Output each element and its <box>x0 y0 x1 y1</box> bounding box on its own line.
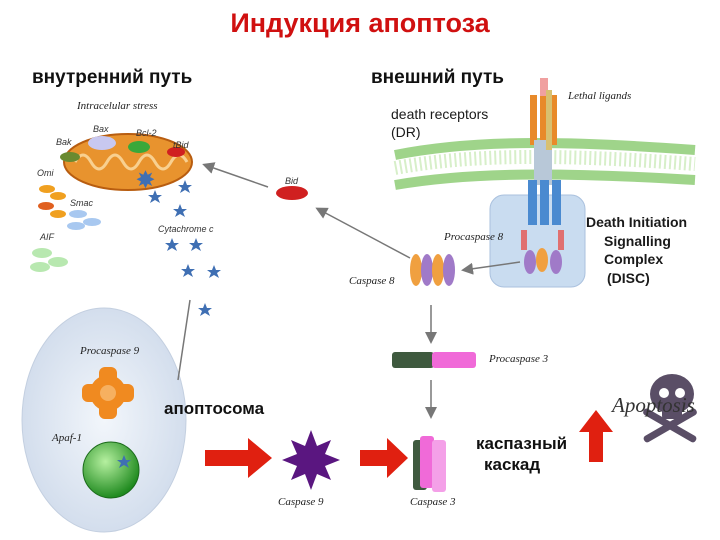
apaf1 <box>82 441 140 499</box>
bid-protein <box>276 186 308 200</box>
caspase3-icon <box>413 436 446 492</box>
apoptosome-compartment <box>21 307 187 533</box>
caspase9-label: Caspase 9 <box>278 496 324 508</box>
skull-crossbones-icon <box>643 374 697 443</box>
death-receptor <box>528 88 561 225</box>
procaspase9 <box>82 367 134 419</box>
bax-label: Bax <box>93 124 109 134</box>
aif-proteins <box>30 248 68 272</box>
lethal-ligand <box>540 78 552 150</box>
disc-label-line3: Complex <box>604 251 664 267</box>
smac-label: Smac <box>70 198 94 208</box>
caspase-cascade-line1: каспазный <box>476 434 568 453</box>
apaf1-label: Apaf-1 <box>52 432 82 444</box>
procaspase3 <box>392 352 476 368</box>
smac-proteins <box>67 210 101 230</box>
lethal-ligands-label: Lethal ligands <box>568 90 632 102</box>
caspase8-label: Caspase 8 <box>349 275 395 287</box>
caspase3-label: Caspase 3 <box>410 496 456 508</box>
apoptosome-label: апоптосома <box>164 399 265 418</box>
caspase9-icon <box>282 430 340 490</box>
dr-label: (DR) <box>391 124 421 140</box>
pathway-arrows <box>177 162 521 419</box>
disc-box <box>489 194 586 288</box>
extrinsic-pathway-label: внешний путь <box>371 67 504 88</box>
disc-label-line1: Death Initiation <box>586 214 688 230</box>
red-arrows <box>205 410 613 478</box>
procaspase8-group <box>521 230 564 274</box>
bcl2-label: Bcl-2 <box>136 128 157 138</box>
tbid-label: tBid <box>173 140 189 150</box>
cytochrome-c-label: Cytachrome c <box>158 224 214 234</box>
aif-label: AIF <box>40 232 55 242</box>
caspase-cascade-line2: каскад <box>484 455 541 474</box>
procaspase8-label: Procaspase 8 <box>444 231 504 243</box>
cell-membrane <box>393 138 696 190</box>
mitochondrion-icon <box>60 133 193 191</box>
omi-proteins <box>38 185 66 218</box>
apoptosis-label: Apoptosis <box>612 393 695 417</box>
intracellular-stress-label: Intracelular stress <box>77 100 158 112</box>
death-receptors-label: death receptors <box>391 106 489 122</box>
cytochrome-star-icon <box>136 170 221 316</box>
caspase8 <box>410 254 455 286</box>
page-title: Индукция апоптоза <box>230 8 490 38</box>
disc-label-line4: (DISC) <box>607 270 650 286</box>
procaspase9-label: Procaspase 9 <box>80 345 140 357</box>
bak-label: Bak <box>56 137 72 147</box>
procaspase3-label: Procaspase 3 <box>489 353 549 365</box>
omi-label: Omi <box>37 168 54 178</box>
bid-label: Bid <box>285 176 299 186</box>
intrinsic-pathway-label: внутренний путь <box>32 67 193 88</box>
disc-label-line2: Signalling <box>604 233 671 249</box>
